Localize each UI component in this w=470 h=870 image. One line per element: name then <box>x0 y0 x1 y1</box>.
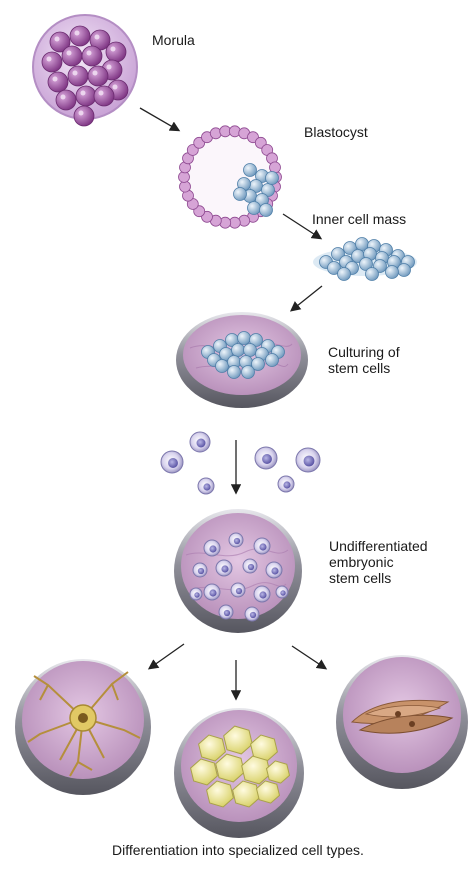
stem-cell <box>266 354 279 367</box>
stem-cell <box>238 332 251 345</box>
stem-cell <box>244 344 257 357</box>
arrow-to-nerve-dish <box>150 644 184 668</box>
label-blastocyst: Blastocyst <box>304 124 368 140</box>
fat-cell-dish <box>174 708 304 838</box>
blastocyst-illustration <box>179 126 282 228</box>
morula-cell <box>94 86 114 106</box>
morula-cell <box>70 26 90 46</box>
morula-cell <box>88 66 108 86</box>
label-inner-cell-mass: Inner cell mass <box>312 211 406 227</box>
culture-dish <box>176 312 308 408</box>
arrow-inner-cell-mass-to-culture <box>292 286 322 310</box>
morula-illustration <box>33 15 137 126</box>
free-stem-cells <box>161 432 320 494</box>
inner-cell-mass-illustration <box>313 238 417 281</box>
label-undifferentiated: Undifferentiated embryonic stem cells <box>329 538 428 586</box>
icm-cell <box>260 204 273 217</box>
stem-cell <box>216 360 229 373</box>
morula-cell <box>74 106 94 126</box>
morula-cell <box>106 42 126 62</box>
morula-cell <box>42 52 62 72</box>
icm-cell <box>366 268 379 281</box>
icm-cell <box>244 164 257 177</box>
icm-cell <box>398 264 411 277</box>
icm-cell <box>248 202 261 215</box>
morula-cell <box>56 90 76 110</box>
morula-cell <box>48 72 68 92</box>
icm-cell <box>266 172 279 185</box>
arrow-to-muscle-dish <box>292 646 325 668</box>
nerve-cell-dish <box>15 659 151 795</box>
arrow-morula-to-blastocyst <box>140 108 178 130</box>
morula-cell <box>62 46 82 66</box>
label-morula: Morula <box>152 32 195 48</box>
muscle-cell-dish <box>336 655 468 789</box>
stem-cell <box>242 366 255 379</box>
morula-cell <box>68 66 88 86</box>
icm-cell <box>386 266 399 279</box>
label-differentiation: Differentiation into specialized cell ty… <box>112 842 364 858</box>
undifferentiated-dish <box>174 509 302 633</box>
stem-cell <box>228 366 241 379</box>
icm-cell <box>338 268 351 281</box>
morula-cell <box>82 46 102 66</box>
stem-cell <box>232 344 245 357</box>
label-culturing: Culturing of stem cells <box>328 344 400 376</box>
morula-cell <box>76 86 96 106</box>
icm-cell <box>234 188 247 201</box>
